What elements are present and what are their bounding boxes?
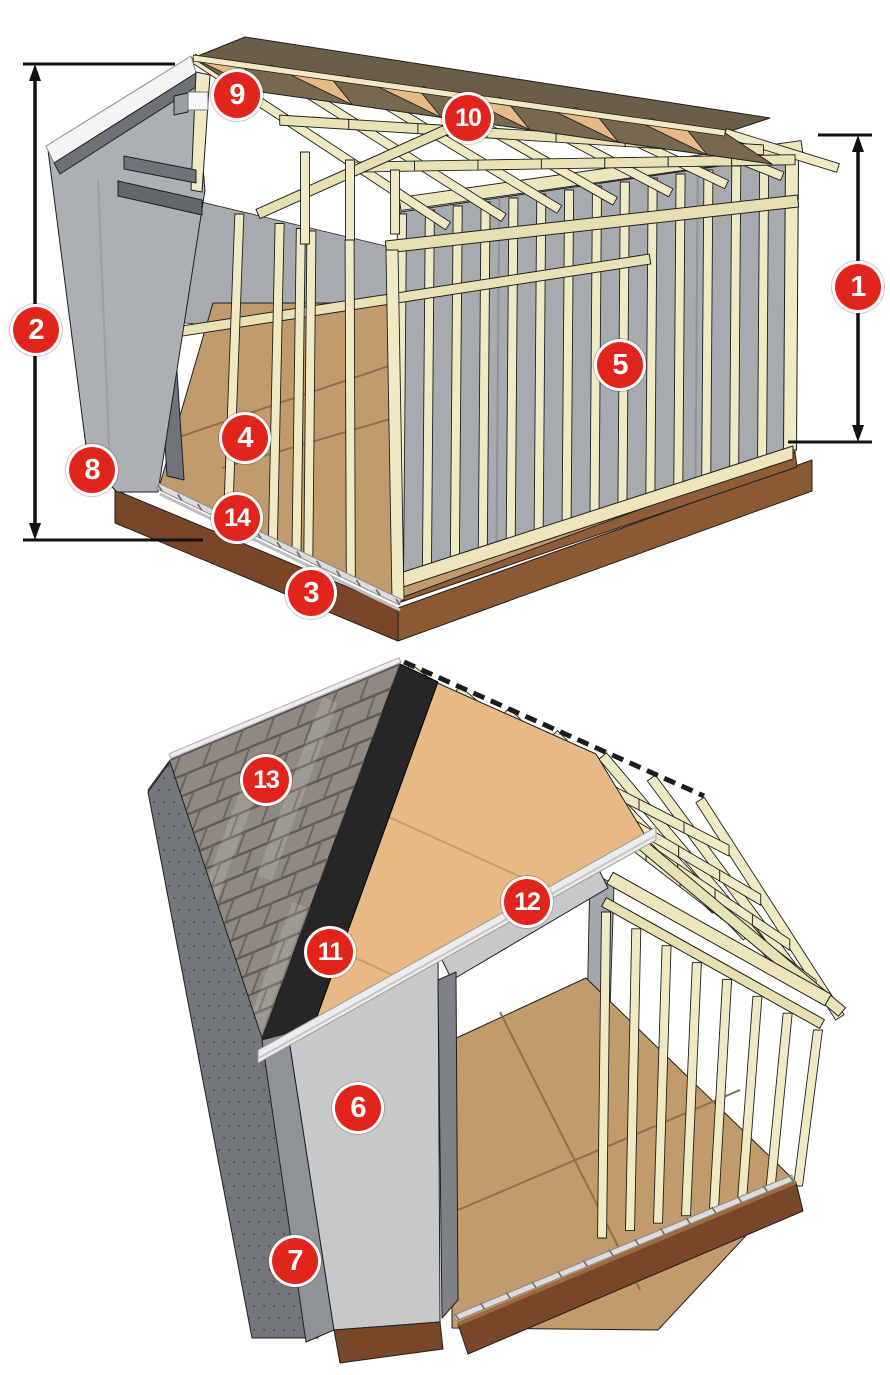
dim-right: [788, 133, 872, 444]
dim-left: [23, 62, 203, 542]
dimension-arrows: [23, 62, 872, 542]
roofed-shed-view: [147, 657, 847, 1364]
framed-shed-view: [45, 36, 840, 642]
